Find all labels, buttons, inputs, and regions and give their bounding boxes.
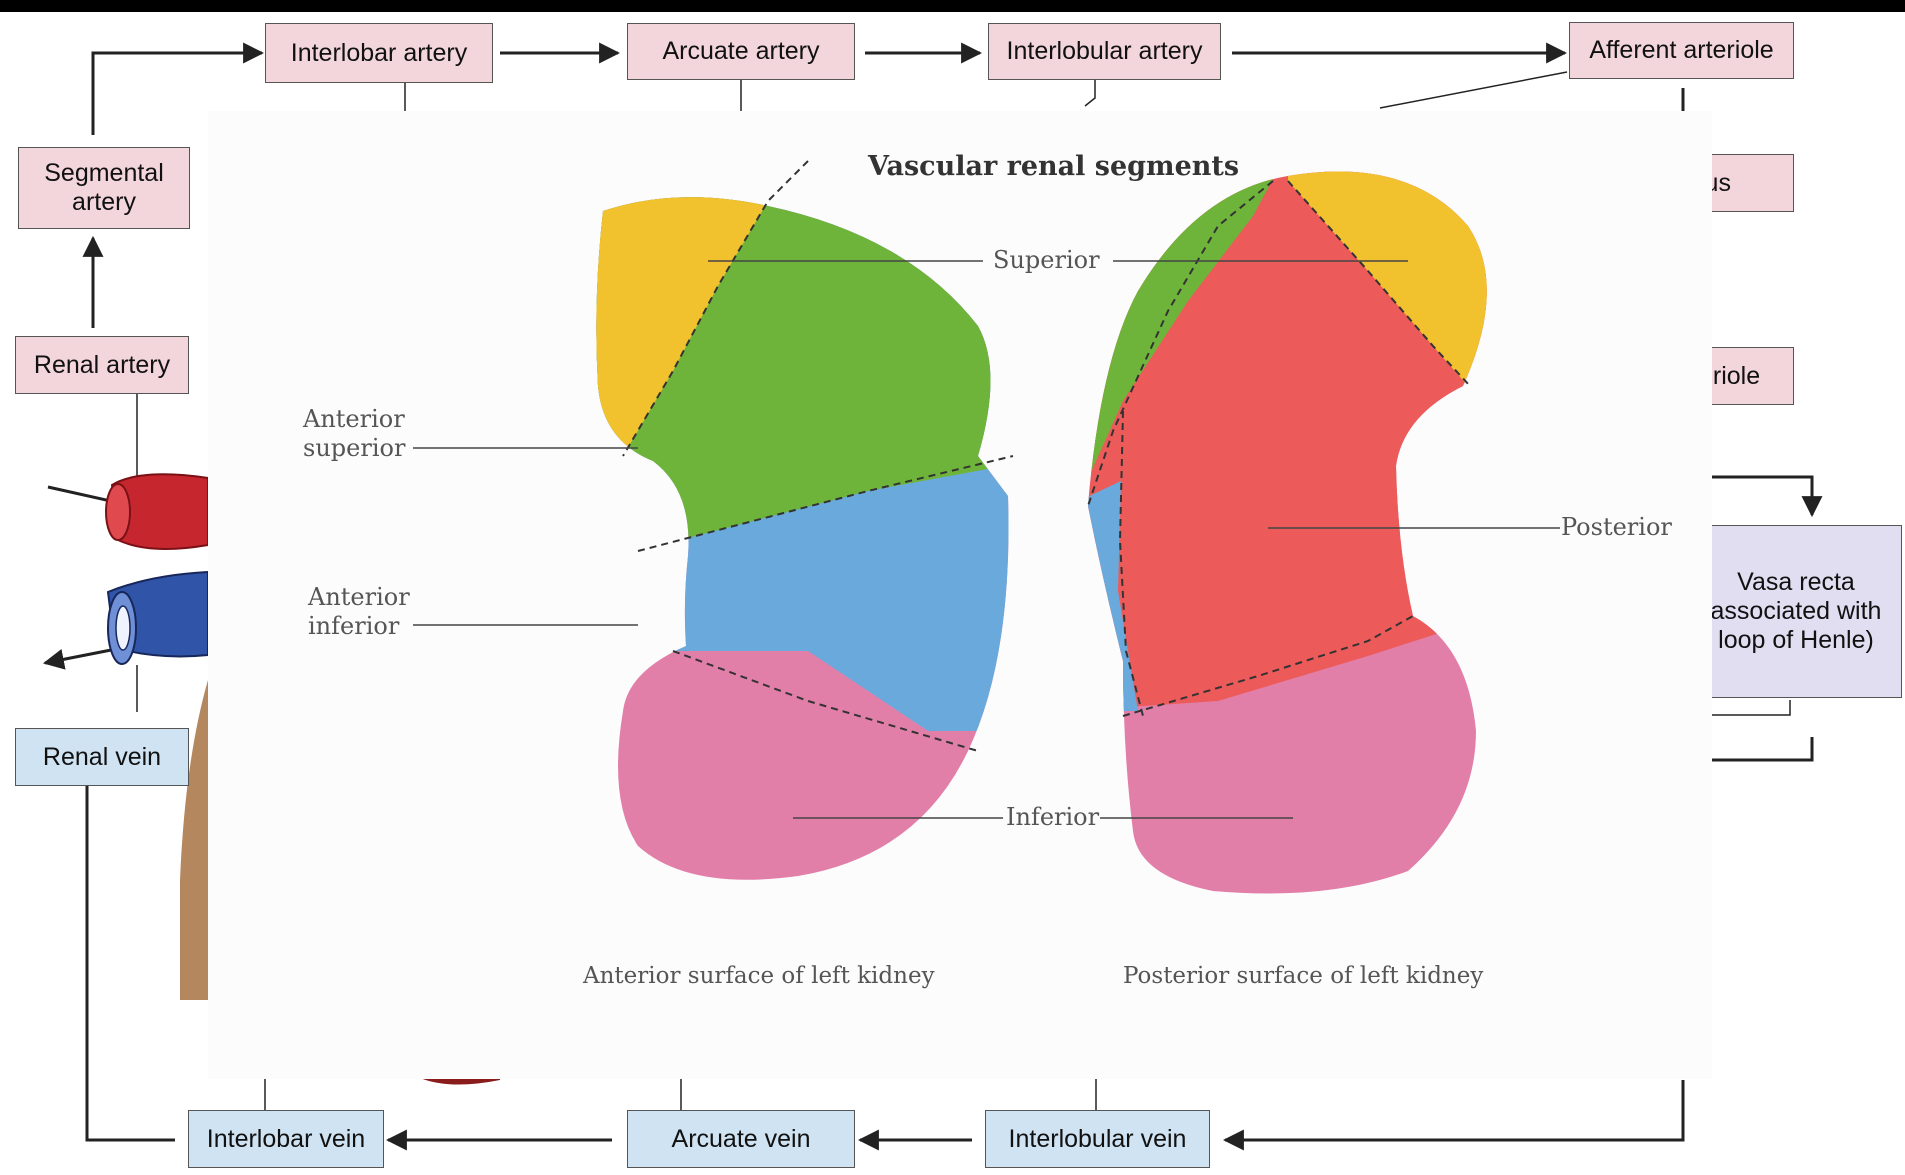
interlobar-artery-box: Interlobar artery (265, 23, 493, 83)
vasa-recta-box: Vasa recta associated with loop of Henle… (1690, 525, 1902, 698)
label-inferior: Inferior (1006, 803, 1099, 831)
arcuate-vein-box: Arcuate vein (627, 1110, 855, 1168)
caption-anterior-surface: Anterior surface of left kidney (583, 963, 935, 989)
caption-posterior-surface: Posterior surface of left kidney (1123, 963, 1483, 989)
renal-artery-box: Renal artery (15, 336, 189, 394)
interlobular-vein-box: Interlobular vein (985, 1110, 1210, 1168)
interlobar-vein-box: Interlobar vein (188, 1110, 384, 1168)
arcuate-artery-box: Arcuate artery (627, 23, 855, 80)
label-anterior-inferior: Anterior inferior (308, 583, 423, 641)
renal-segments-figure: Vascular renal segments Superior Anterio… (208, 111, 1712, 1079)
renal-vein-box: Renal vein (15, 728, 189, 786)
kidney-segments-illustration (208, 111, 1712, 1079)
label-superior: Superior (993, 246, 1100, 274)
interlobular-artery-box: Interlobular artery (988, 23, 1221, 80)
afferent-arteriole-box: Afferent arteriole (1569, 22, 1794, 79)
segmental-artery-box: Segmental artery (18, 147, 190, 229)
label-posterior: Posterior (1561, 513, 1672, 541)
label-anterior-superior: Anterior superior (303, 405, 423, 463)
figure-title: Vascular renal segments (868, 151, 1239, 182)
